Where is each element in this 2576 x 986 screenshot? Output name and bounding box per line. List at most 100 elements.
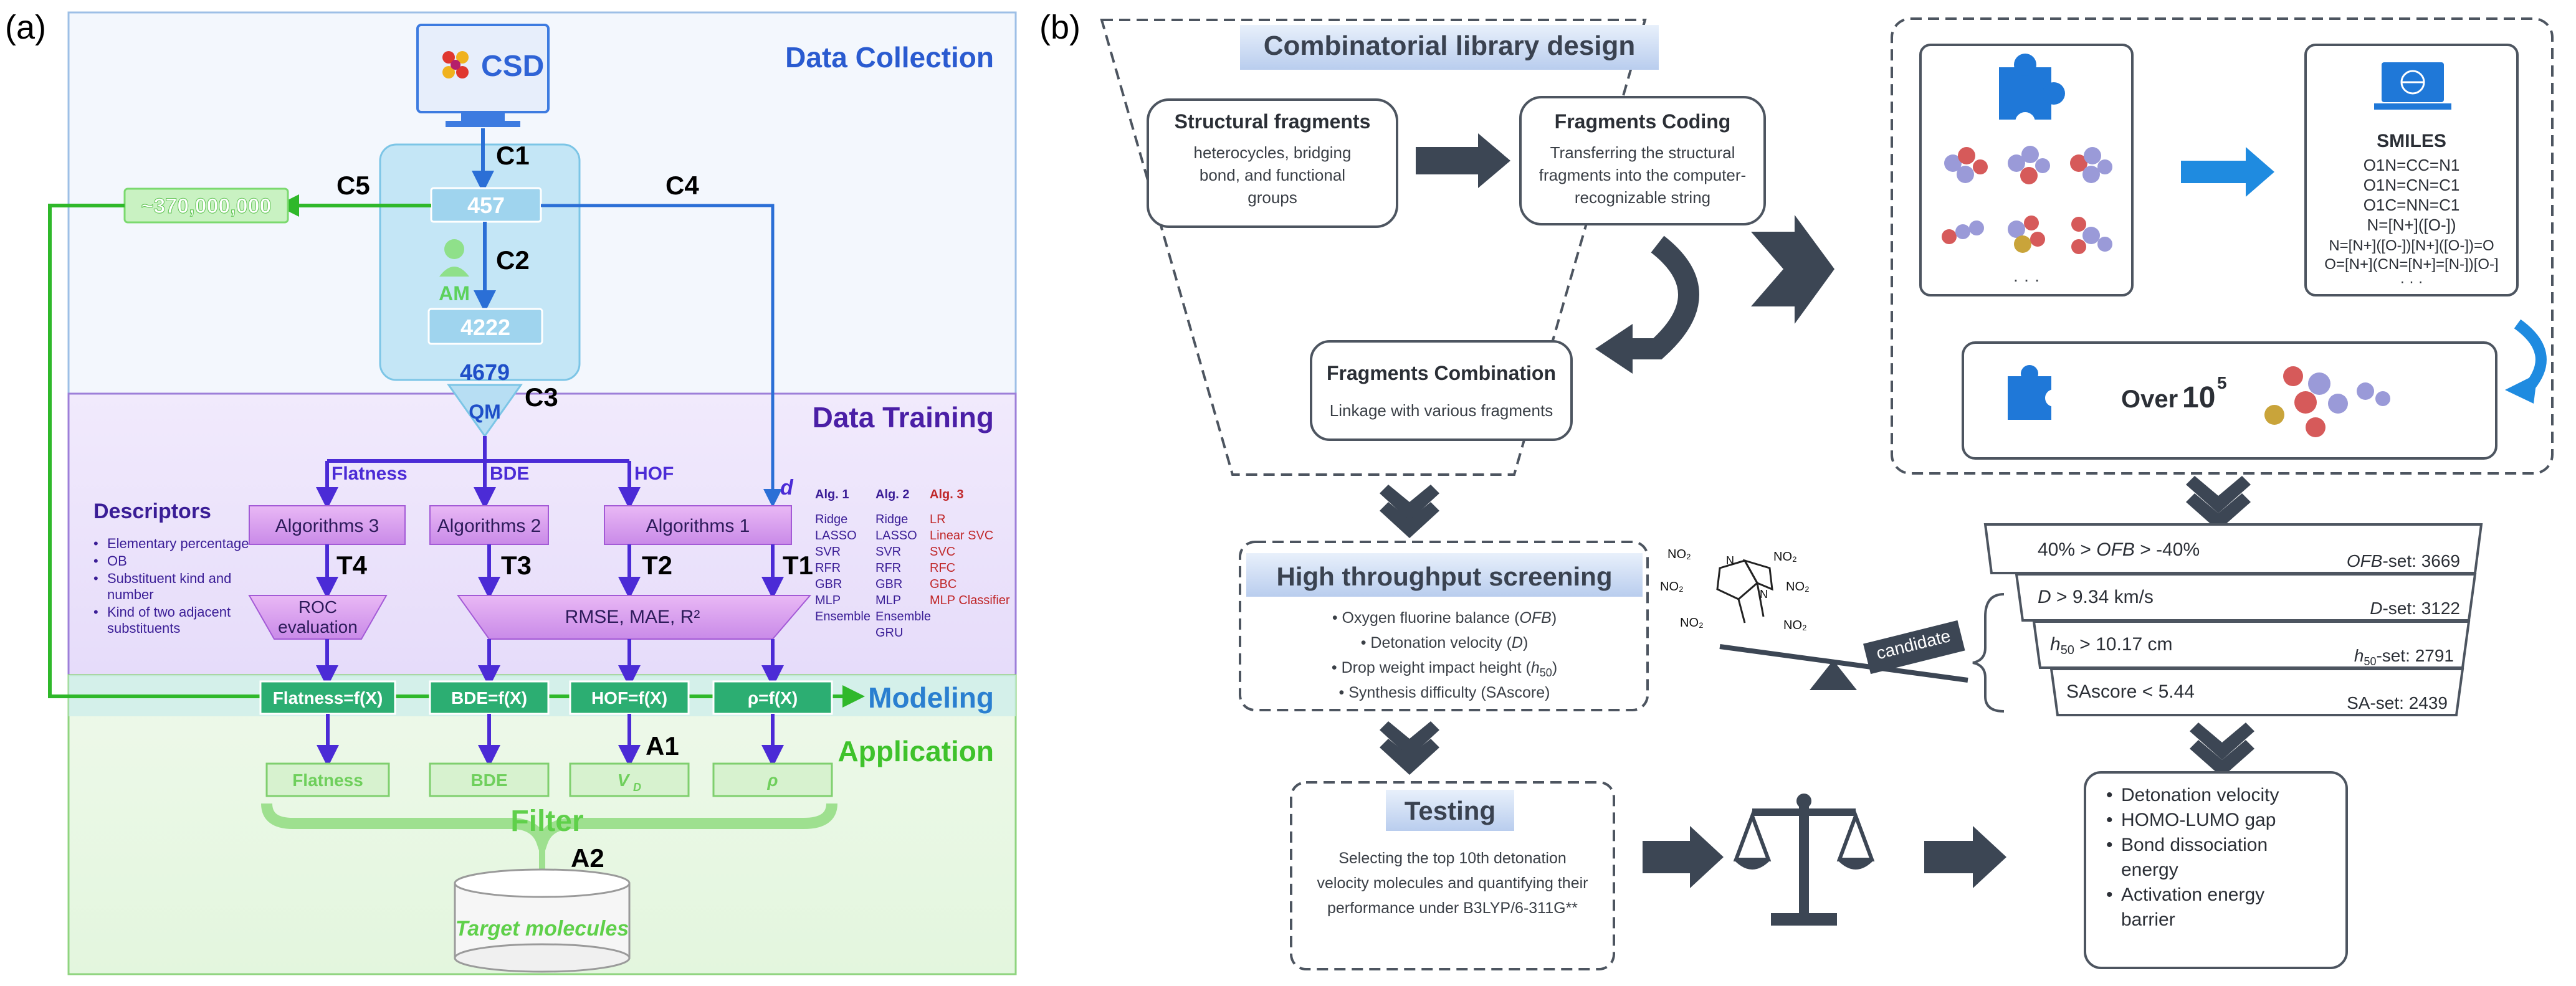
result-bullet: •: [2106, 810, 2113, 830]
funnel-brace: [1972, 593, 2005, 713]
smiles-line: O1N=CC=N1: [2364, 156, 2460, 174]
structural-line: bond, and functional: [1200, 166, 1345, 184]
roc-label: ROC: [298, 597, 337, 617]
structural-line: heterocycles, bridging: [1194, 143, 1352, 162]
n-atom: N: [1760, 588, 1768, 600]
c3-label: C3: [525, 382, 558, 412]
bde-model-box: [429, 680, 550, 715]
csd-monitor-stand: [461, 113, 505, 121]
alg1-item: LASSO: [815, 529, 857, 543]
hof-model-label: HOF=f(X): [591, 688, 667, 708]
candidate-tag: [1863, 620, 1965, 675]
testing-line: Selecting the top 10th detonation: [1338, 850, 1567, 867]
alg-lists: Alg. 1 Ridge LASSO SVR RFR GBR MLP Ensem…: [815, 488, 1010, 640]
c5-label: C5: [336, 171, 370, 200]
alg3-title: Alg. 3: [930, 488, 963, 501]
structural-fragments-box: [1147, 98, 1398, 228]
alg3-item: MLP Classifier: [930, 594, 1010, 607]
bde-model-label: BDE=f(X): [451, 688, 527, 708]
d-label: d: [780, 476, 794, 500]
flatness-output-label: Flatness: [292, 770, 363, 790]
funnel-down-arrow: [2190, 723, 2254, 760]
library-title-box: [1240, 25, 1659, 70]
combined-molecule-icon: [2264, 366, 2390, 437]
a2-label: A2: [571, 843, 604, 873]
descriptor-bullet: •: [93, 536, 98, 551]
coding-line: fragments into the computer-: [1539, 166, 1746, 184]
descriptor-item: Elementary percentage: [107, 536, 249, 551]
algorithms-1-box: [604, 505, 792, 545]
section-data-collection: Data Collection: [785, 41, 994, 73]
molecule-structures-icon: [1942, 146, 2112, 254]
over-box: [1962, 341, 2497, 460]
descriptor-item: substituents: [107, 620, 180, 636]
algorithms-3-box: [249, 505, 406, 545]
alg1-item: MLP: [815, 594, 841, 607]
testing-box: [1290, 781, 1615, 970]
alg3-item: Linear SVC: [930, 529, 993, 543]
candidate-molecule-structure: [1716, 559, 1773, 623]
structural-line: groups: [1247, 188, 1297, 207]
alg1-item: RFR: [815, 561, 841, 575]
box-370m-label: ~370,000,000: [141, 194, 272, 218]
fragment-library-box: [1891, 17, 2554, 475]
alg1-item: Ensemble: [815, 610, 871, 623]
alg2-item: RFR: [875, 561, 901, 575]
result-bullet: •: [2106, 835, 2113, 855]
smiles-line: · · ·: [2400, 273, 2423, 290]
t2-label: T2: [642, 551, 672, 580]
c4-arrow: [541, 204, 782, 508]
c4-label: C4: [665, 171, 699, 200]
smiles-line: O=[N+](CN=[N+]=[N-])[O-]: [2324, 256, 2498, 273]
smiles-line: O1C=NN=C1: [2364, 196, 2460, 214]
qm-label: QM: [469, 401, 501, 423]
flatness-model-label: Flatness=f(X): [273, 688, 383, 708]
c2-label: C2: [496, 245, 530, 275]
alg2-item: LASSO: [875, 529, 917, 543]
testing-to-balance-arrow: [1643, 826, 1724, 888]
funnel-set: OFB-set: 3669: [2347, 551, 2460, 571]
rho-output-label: ρ: [767, 770, 778, 790]
vd-output-subscript: D: [633, 781, 641, 794]
fragments-combination-box: [1310, 340, 1573, 441]
alg2-item: GBR: [875, 577, 902, 591]
smiles-line: N=[N+]([O-])[N+]([O-])=O: [2329, 237, 2494, 254]
funnel-set: D-set: 3122: [2370, 599, 2460, 618]
no2-group: NO₂: [1773, 550, 1797, 564]
section-modeling: Modeling: [868, 681, 994, 714]
library-title: Combinatorial library design: [1264, 31, 1636, 61]
section-data-training: Data Training: [813, 401, 994, 434]
result-item: Activation energy: [2121, 884, 2264, 905]
rho-output-box: [712, 762, 833, 797]
funnel-set: SA-set: 2439: [2347, 693, 2448, 713]
alg2-title: Alg. 2: [875, 488, 909, 501]
csd-monitor: [416, 24, 550, 113]
rmse-label: RMSE, MAE, R²: [565, 607, 700, 627]
screening-title: High throughput screening: [1277, 562, 1613, 591]
alg1-item: SVR: [815, 545, 841, 559]
laptop-globe-icon: [2374, 62, 2451, 110]
over-value: 10: [2182, 381, 2215, 414]
descriptor-item: number: [107, 587, 154, 602]
bde-output-label: BDE: [470, 770, 507, 790]
screening-item: • Detonation velocity (D): [1361, 634, 1529, 652]
descriptor-item: Kind of two adjacent: [107, 604, 231, 620]
fragments-coding-box: [1519, 96, 1766, 225]
pool-down-arrow-2: [2186, 493, 2251, 531]
box-457-label: 457: [467, 192, 505, 218]
algorithms-2-box: [429, 505, 549, 545]
vd-output-box: [569, 762, 690, 797]
coding-line: recognizable string: [1575, 188, 1710, 207]
library-down-arrow: [1380, 485, 1439, 521]
funnel-condition: h50 > 10.17 cm: [2050, 634, 2173, 657]
alg3-item: RFC: [930, 561, 955, 575]
structural-fragments-title: Structural fragments: [1175, 110, 1371, 133]
alg2-item: SVR: [875, 545, 901, 559]
over-label: Over: [2121, 386, 2178, 413]
screening-item: • Synthesis difficulty (SAscore): [1339, 684, 1550, 701]
library-to-molecules-arrow: [1751, 215, 1834, 324]
library-down-arrow-2: [1380, 502, 1439, 538]
fragments-combination-title: Fragments Combination: [1327, 362, 1556, 384]
evaluation-label: evaluation: [278, 617, 358, 637]
